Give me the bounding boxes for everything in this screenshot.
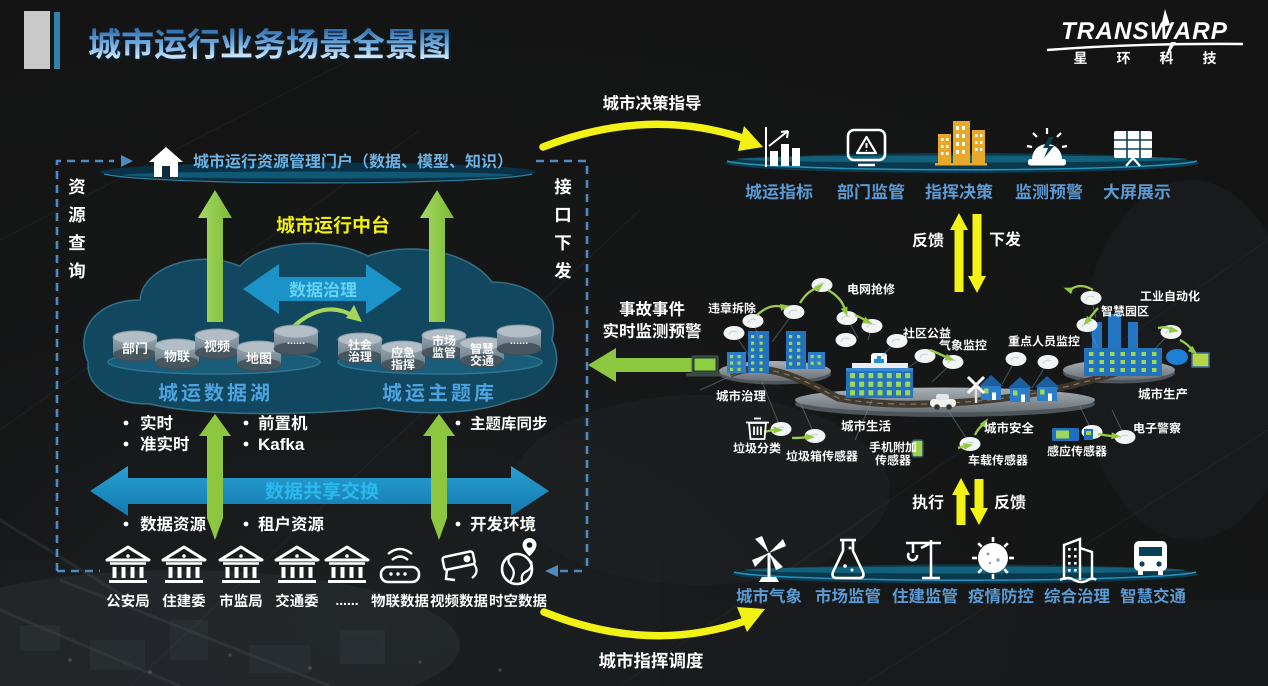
svg-text:......: ...... <box>510 335 528 347</box>
svg-text:......: ...... <box>287 335 305 347</box>
svg-text:Kafka: Kafka <box>258 435 305 454</box>
svg-text:......: ...... <box>335 592 358 608</box>
